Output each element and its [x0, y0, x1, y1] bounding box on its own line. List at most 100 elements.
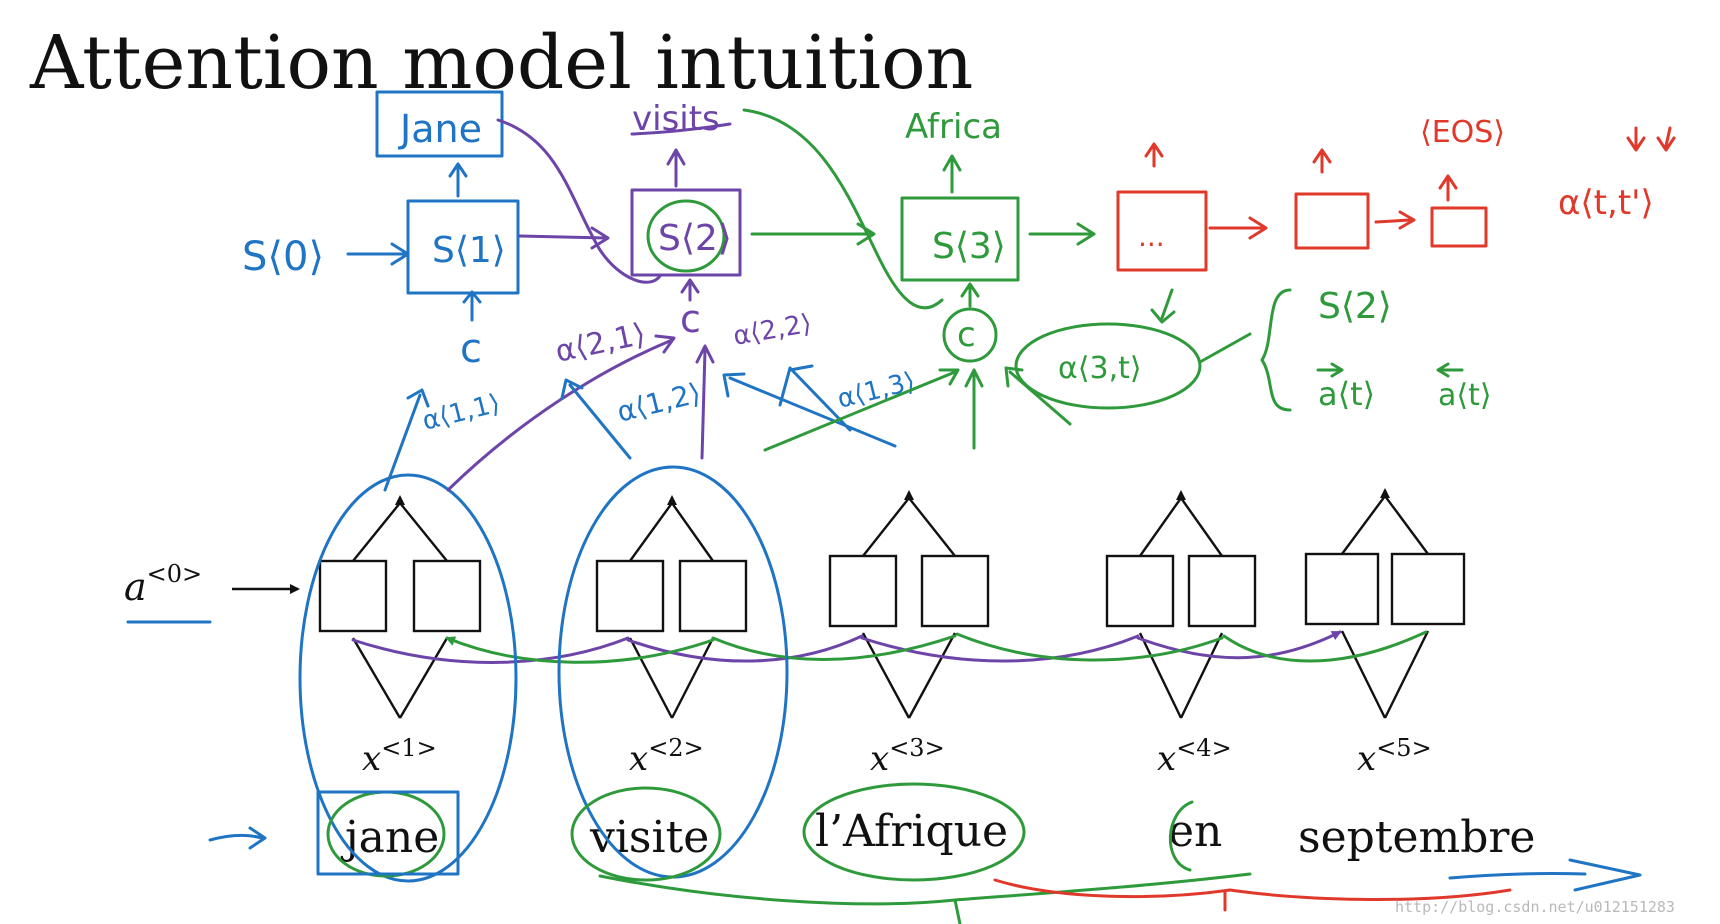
alpha11-arrow: [383, 388, 430, 492]
s3-label: S⟨3⟩: [932, 226, 1006, 267]
word-lafrique: l’Afrique: [815, 806, 1008, 857]
output-join: [629, 500, 714, 562]
brace-a-bwd-label: a⟨t⟩: [1438, 378, 1492, 413]
s2-to-s3-arrow: [750, 222, 876, 246]
alpha-1-1-label: α⟨1,1⟩: [419, 389, 503, 437]
africa-output: Africa: [905, 107, 1002, 147]
step5-up-arrow: [1312, 148, 1332, 174]
alpha13-arrow: [722, 372, 897, 448]
bwd-arrow-mark: [1436, 362, 1464, 378]
backward-cell: [920, 554, 990, 628]
step4-box: [1116, 190, 1208, 272]
input-arrows: [1340, 630, 1430, 719]
alpha-to-brace-line: [1198, 332, 1252, 364]
step5-to-step6-arrow: [1374, 210, 1416, 230]
input-arrows: [861, 632, 957, 719]
blue-annotations: α⟨1,1⟩ c S⟨1⟩ S⟨0⟩ Jane: [208, 90, 1642, 892]
step5-box: [1294, 192, 1370, 250]
input-arrows: [628, 637, 715, 719]
cell-pair-2: [595, 495, 748, 719]
s1-up-arrow: [448, 162, 468, 198]
word-arc-en: [1168, 800, 1194, 872]
alpha-3-t-label: α⟨3,t⟩: [1058, 351, 1142, 386]
x4-label: x<4>: [1157, 734, 1232, 779]
brace-s2-label: S⟨2⟩: [1318, 286, 1392, 327]
alpha-3-t-circle: [1014, 322, 1202, 410]
brace-tick: [953, 898, 962, 924]
visits-feedback-curve: [742, 108, 944, 310]
alpha12-arrow: [560, 378, 632, 460]
feature-brace: [1260, 288, 1292, 412]
cell-pair-1: [318, 495, 482, 719]
brace-a-fwd-label: a⟨t⟩: [1318, 375, 1375, 413]
step4-to-step5-arrow: [1208, 216, 1268, 240]
s3-to-next-arrow: [1028, 222, 1096, 246]
forward-cell: [828, 554, 898, 628]
word-circle-visite: [570, 786, 722, 882]
output-join: [1139, 495, 1223, 557]
forward-recurrence: [351, 632, 1340, 664]
c3-circle: [942, 307, 998, 363]
output-join: [1341, 493, 1429, 555]
input-arrows: [1138, 632, 1224, 719]
alpha-t-tp-label: α⟨t,t'⟩: [1558, 183, 1654, 223]
backward-cell: [412, 559, 482, 633]
dots-label: ...: [1138, 220, 1165, 253]
c3-label: c: [957, 315, 976, 355]
x2-label: x<2>: [629, 734, 704, 779]
group-circle-1: [298, 473, 518, 883]
cell-pair-4: [1105, 490, 1257, 719]
visits-underline: [630, 122, 732, 136]
alpha21-arrow: [446, 334, 676, 492]
forward-cell: [1304, 552, 1380, 626]
s0-arrow: [346, 242, 410, 266]
alpha-1-2-label: α⟨1,2⟩: [614, 376, 704, 429]
cell-pair-3: [828, 490, 990, 719]
s2-label: S⟨2⟩: [658, 218, 732, 259]
backward-recurrence: [447, 632, 1428, 664]
red-annotations: ... ⟨EOS⟩ α⟨t,t'⟩: [993, 115, 1676, 912]
step4-up-arrow: [1144, 142, 1164, 168]
s2-up-arrow: [666, 148, 686, 188]
s3-to-alpha-arrow: [1150, 288, 1176, 324]
c3-to-s3-arrow: [960, 282, 980, 308]
output-join: [352, 501, 448, 562]
green-cross-arrow: [763, 368, 960, 452]
step6-box: [1430, 206, 1488, 248]
s2-circle: [646, 199, 726, 273]
jane-feedback-curve: [496, 118, 662, 284]
jane-output: Jane: [398, 107, 482, 151]
x5-label: x<5>: [1357, 734, 1432, 779]
s3-up-arrow: [942, 154, 962, 194]
alpha-2-1-label: α⟨2,1⟩: [552, 317, 648, 370]
output-join: [862, 496, 956, 557]
c2-to-s2-arrow: [680, 278, 700, 302]
word-visite: visite: [589, 812, 709, 863]
cell-pair-5: [1304, 488, 1466, 719]
s3-box: [900, 196, 1020, 282]
purple-annotations: α⟨2,1⟩ S⟨2⟩ visits c α⟨2,2⟩ α⟨1,2⟩ α⟨1,3…: [446, 99, 918, 492]
right-input-arrow: [1448, 858, 1642, 892]
bidirectional-rnn: a<0>: [124, 488, 1535, 863]
s0-label: S⟨0⟩: [242, 234, 324, 280]
forward-cell: [318, 559, 388, 633]
forward-cell: [1105, 554, 1175, 628]
down-arrow-1: [1626, 126, 1646, 152]
backward-cell: [1390, 552, 1466, 626]
alpha13-tick: [778, 364, 852, 432]
s1-box: [406, 199, 520, 295]
word-septembre: septembre: [1298, 812, 1535, 863]
fwd-arrow-mark: [1316, 362, 1344, 378]
x3-label: x<3>: [870, 734, 945, 779]
c2-label: c: [680, 297, 701, 341]
c1-arrow: [462, 290, 482, 322]
backward-cell: [678, 559, 748, 633]
a0-label: a<0>: [124, 560, 202, 609]
input-arrows: [351, 637, 449, 719]
forward-cell: [595, 559, 665, 633]
word-box-jane: [316, 790, 460, 876]
red-underline: [993, 878, 1512, 901]
c3-input-arrow: [964, 368, 984, 450]
x1-label: x<1>: [362, 734, 437, 779]
